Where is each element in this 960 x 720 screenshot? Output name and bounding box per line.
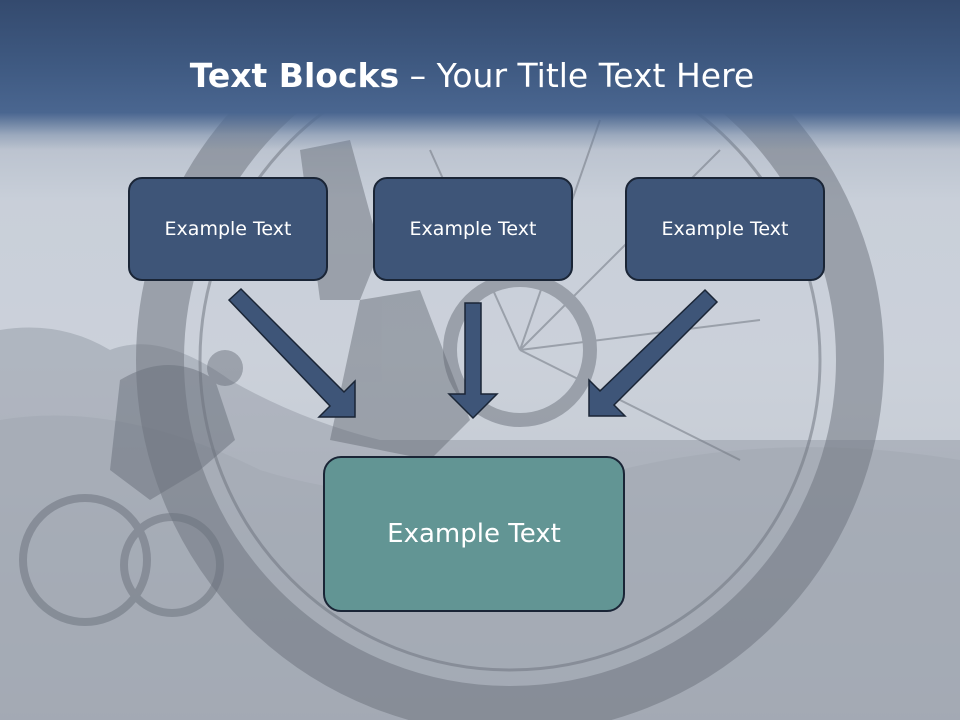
title-bar (0, 0, 960, 150)
title-separator: – (399, 56, 437, 95)
text-block-bottom-label: Example Text (387, 519, 561, 549)
text-block-middle-label: Example Text (409, 218, 537, 240)
text-block-right[interactable]: Example Text (625, 177, 825, 281)
text-block-left[interactable]: Example Text (128, 177, 328, 281)
text-block-middle[interactable]: Example Text (373, 177, 573, 281)
arrow-left (227, 287, 356, 418)
slide-title: Text Blocks – Your Title Text Here (0, 54, 944, 98)
text-block-left-label: Example Text (164, 218, 292, 240)
text-block-bottom[interactable]: Example Text (323, 456, 625, 612)
arrow-middle (447, 302, 499, 420)
title-regular: Your Title Text Here (436, 56, 755, 95)
title-bold: Text Blocks (189, 56, 400, 95)
arrow-right (588, 288, 719, 417)
text-block-right-label: Example Text (661, 218, 789, 240)
